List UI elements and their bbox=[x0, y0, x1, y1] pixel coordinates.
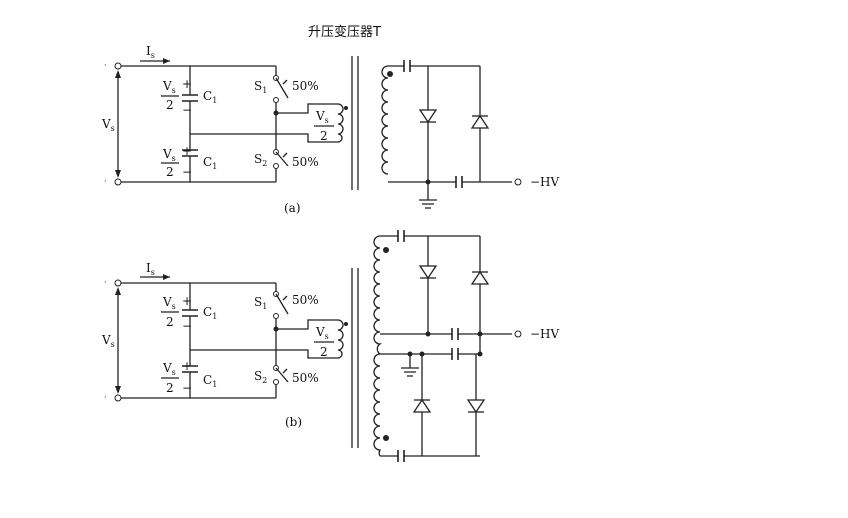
cap1-label-top: C1 bbox=[203, 305, 217, 321]
primary-voltage-numerator: Vs bbox=[315, 109, 329, 125]
diagram-a: ·· Is Vs + − + − Vs 2 Vs 2 C1 C1 S1 50% … bbox=[101, 44, 560, 215]
primary-voltage-denominator: 2 bbox=[320, 129, 328, 143]
cap1-label-top: C1 bbox=[203, 89, 217, 105]
caption-a: (a) bbox=[284, 201, 301, 215]
current-label: Is bbox=[146, 44, 155, 60]
caption-b: (b) bbox=[285, 415, 302, 429]
output-label: −HV bbox=[530, 175, 560, 189]
coupling-capacitor bbox=[403, 60, 411, 72]
primary-winding bbox=[337, 103, 344, 143]
minus-sign: − bbox=[182, 381, 192, 395]
minus-sign: − bbox=[182, 103, 192, 117]
switch-s1-label: S1 bbox=[254, 79, 267, 95]
lower-coupling-capacitor bbox=[397, 450, 405, 462]
cap-voltage-top-denominator: 2 bbox=[166, 315, 174, 329]
secondary-winding bbox=[381, 65, 389, 175]
primary-lead-top bbox=[276, 319, 338, 330]
diode-left bbox=[418, 109, 438, 124]
secondary-winding-upper bbox=[373, 235, 383, 355]
minus-sign: − bbox=[182, 165, 192, 179]
minus-sign: − bbox=[182, 319, 192, 333]
diode-right bbox=[470, 114, 490, 129]
svg-text:·: · bbox=[104, 61, 107, 70]
supply-terminal-bottom bbox=[114, 394, 122, 402]
switch-s1-duty: 50% bbox=[292, 79, 319, 93]
switch-s2-label: S2 bbox=[254, 152, 267, 168]
output-label: −HV bbox=[530, 327, 560, 341]
primary-winding bbox=[337, 319, 344, 359]
lower-output-capacitor bbox=[451, 348, 459, 360]
svg-text:·: · bbox=[104, 393, 107, 402]
cap1-label-bottom: C1 bbox=[203, 373, 217, 389]
plus-sign: + bbox=[182, 359, 192, 373]
cap-voltage-top-numerator: Vs bbox=[162, 79, 176, 95]
cap-voltage-bottom-denominator: 2 bbox=[166, 381, 174, 395]
cap-voltage-bottom-numerator: Vs bbox=[162, 361, 176, 377]
secondary-winding-lower bbox=[373, 353, 382, 457]
plus-sign: + bbox=[182, 77, 192, 91]
upper-coupling-capacitor bbox=[397, 230, 405, 242]
capacitor-c1-top bbox=[182, 309, 198, 317]
svg-text:·: · bbox=[104, 177, 107, 186]
output-terminal bbox=[514, 330, 522, 338]
supply-voltage-label: Vs bbox=[101, 117, 115, 133]
supply-terminal-top bbox=[114, 62, 122, 70]
capacitor-c1-top bbox=[182, 94, 198, 102]
primary-lead-bottom bbox=[276, 349, 338, 359]
transformer-core bbox=[351, 56, 359, 190]
primary-voltage-denominator: 2 bbox=[320, 345, 328, 359]
cap-voltage-top-numerator: Vs bbox=[162, 295, 176, 311]
switch-s2-duty: 50% bbox=[292, 155, 319, 169]
supply-terminal-bottom bbox=[114, 178, 122, 186]
ground-symbol bbox=[401, 354, 419, 377]
cap-voltage-bottom-denominator: 2 bbox=[166, 165, 174, 179]
primary-voltage-numerator: Vs bbox=[315, 325, 329, 341]
plus-sign: + bbox=[182, 144, 192, 158]
output-terminal bbox=[514, 178, 522, 186]
primary-lead-bottom bbox=[276, 133, 338, 143]
switch-s2-duty: 50% bbox=[292, 371, 319, 385]
capacitor-c1-bottom bbox=[182, 365, 198, 373]
lower-diode-left bbox=[412, 398, 432, 413]
cap-voltage-top-denominator: 2 bbox=[166, 98, 174, 112]
supply-terminal-top bbox=[114, 279, 122, 287]
current-label: Is bbox=[146, 261, 155, 277]
switch-s2-label: S2 bbox=[254, 369, 267, 385]
capacitor-c1-bottom bbox=[182, 149, 198, 157]
transformer-core bbox=[351, 268, 359, 448]
plus-sign: + bbox=[182, 294, 192, 308]
cap1-label-bottom: C1 bbox=[203, 155, 217, 171]
transformer-title: 升压变压器T bbox=[308, 24, 381, 40]
lower-diode-right bbox=[466, 399, 486, 414]
cap-voltage-bottom-numerator: Vs bbox=[162, 147, 176, 163]
supply-voltage-label: Vs bbox=[101, 333, 115, 349]
switch-s1-label: S1 bbox=[254, 295, 267, 311]
diagram-b: ·· Is Vs + − + − Vs 2 Vs 2 C1 C1 S1 50% … bbox=[101, 230, 560, 462]
switch-s1-duty: 50% bbox=[292, 293, 319, 307]
primary-lead-top bbox=[276, 103, 338, 114]
upper-output-capacitor bbox=[451, 328, 459, 340]
ground-symbol bbox=[419, 182, 437, 209]
svg-text:·: · bbox=[104, 278, 107, 287]
upper-diode-right bbox=[470, 270, 490, 285]
output-capacitor bbox=[455, 176, 463, 188]
upper-diode-left bbox=[418, 265, 438, 280]
